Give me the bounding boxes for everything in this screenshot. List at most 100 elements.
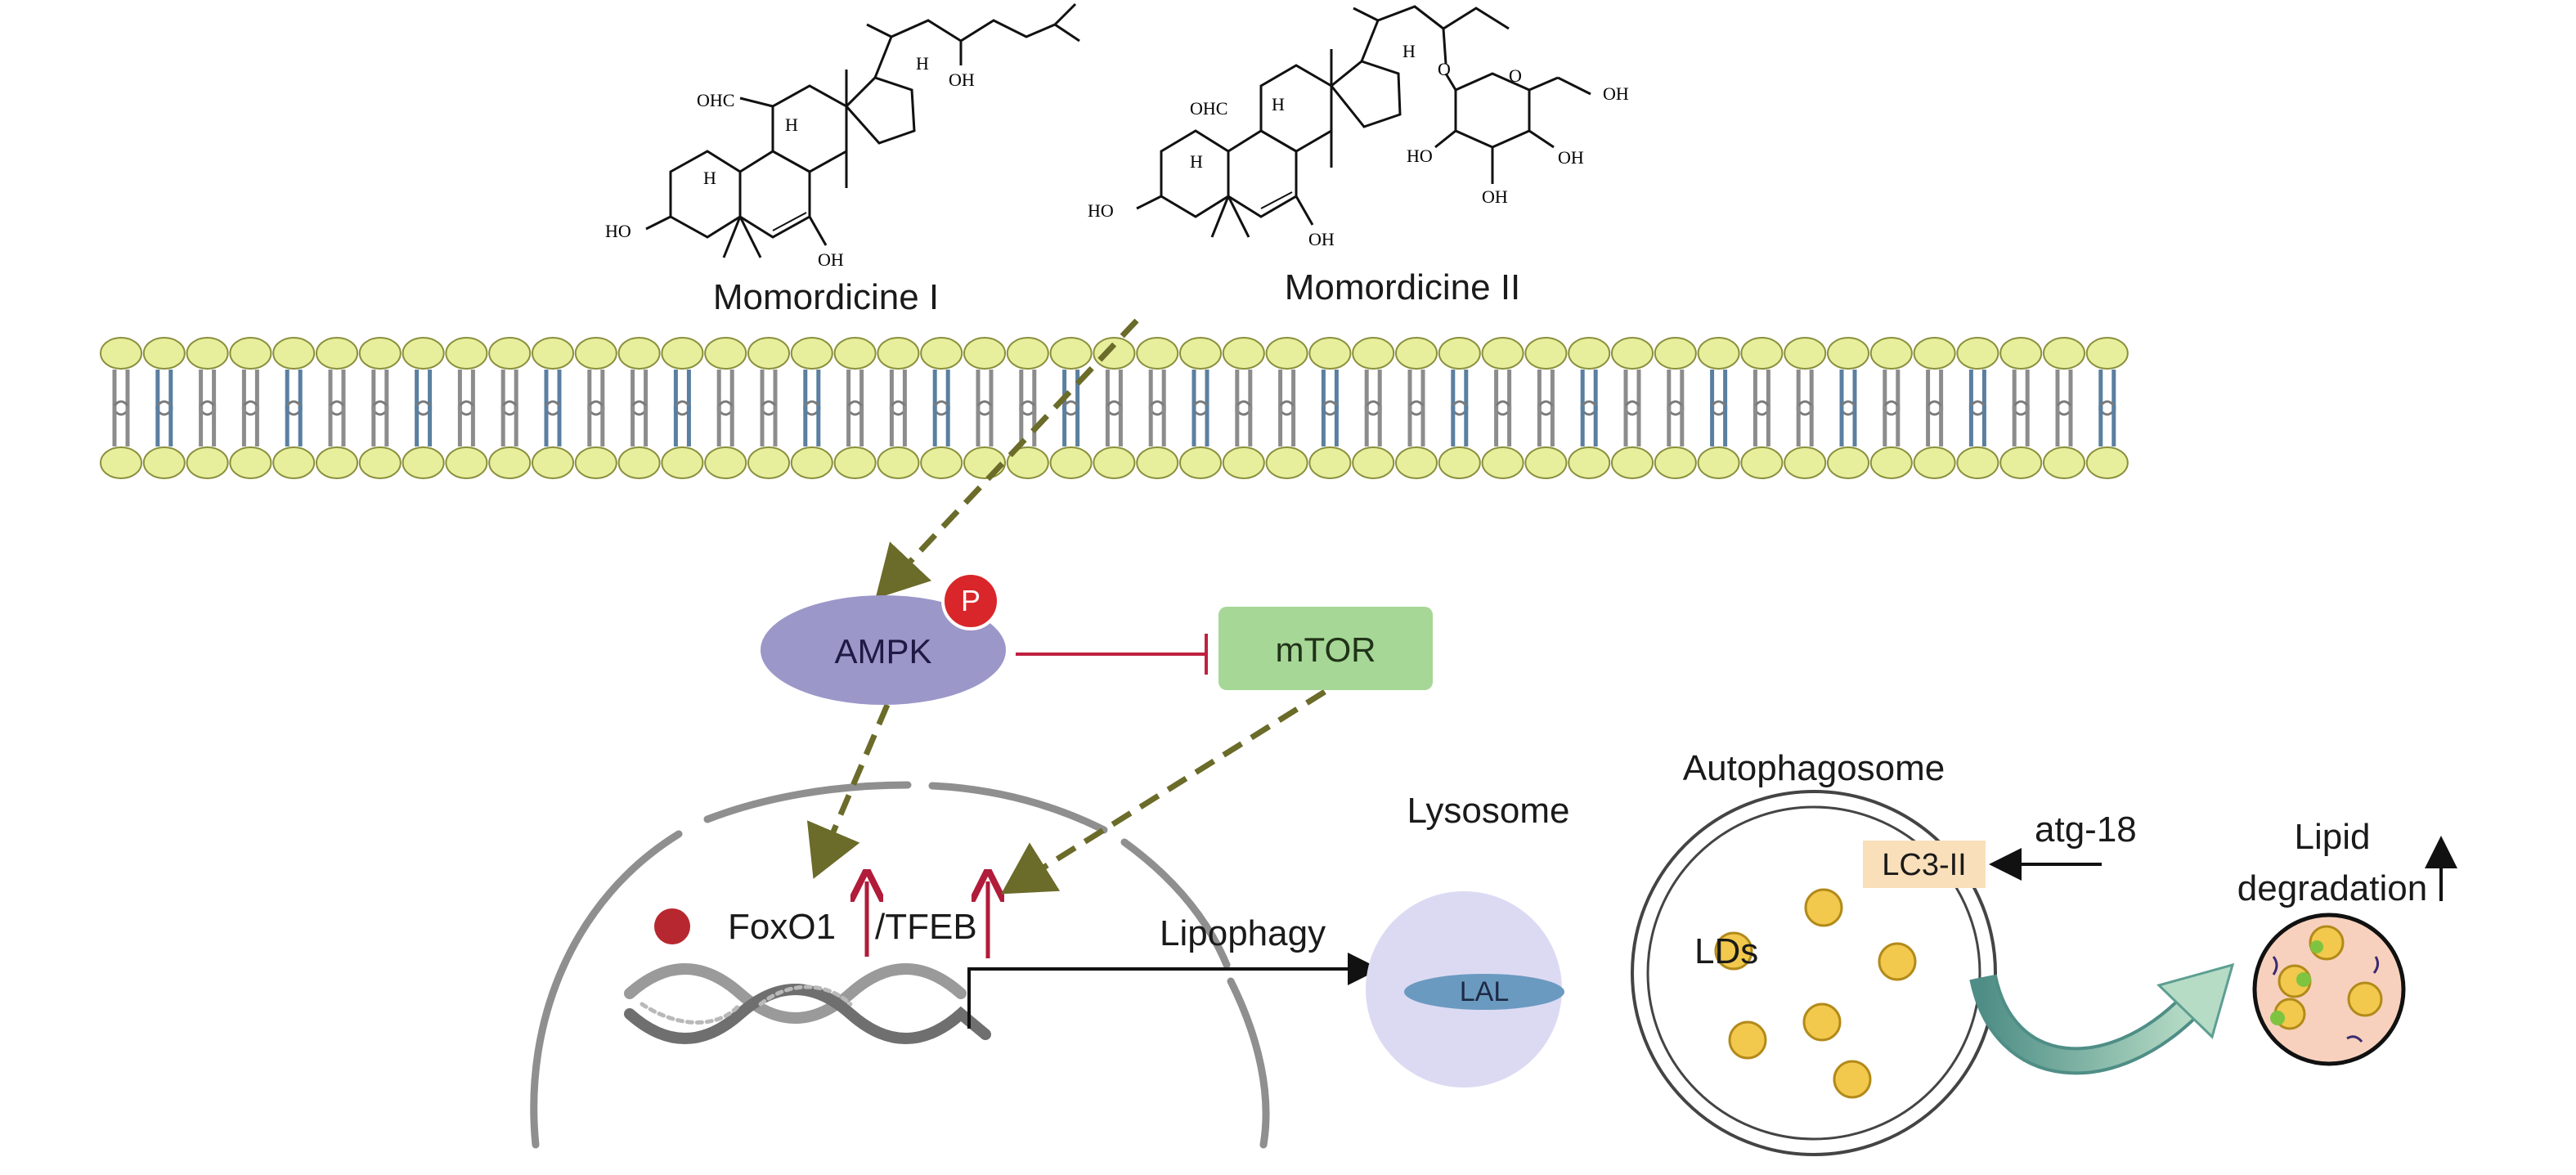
lipid-tail xyxy=(1580,370,1598,410)
mom2-atom-h-b: H xyxy=(1190,151,1203,172)
lipid-tail xyxy=(155,406,173,446)
lipid-head xyxy=(574,337,617,370)
phospholipid xyxy=(833,337,877,479)
lds-label: LDs xyxy=(1694,931,1759,971)
lipid-tail xyxy=(1451,370,1469,410)
lipid-tail xyxy=(716,406,734,446)
phospholipid xyxy=(574,337,617,479)
lc3-ii-label: LC3-II xyxy=(1882,848,1967,882)
lipid-head xyxy=(100,337,142,370)
lal-enzyme xyxy=(1404,974,1564,1010)
phospholipid xyxy=(1265,337,1308,479)
phospho-badge xyxy=(941,572,1000,630)
lipid-head xyxy=(747,446,790,479)
lipid-head xyxy=(1352,446,1395,479)
lipid-tail xyxy=(846,406,864,446)
lipid-tail xyxy=(241,406,259,446)
lipid-tail xyxy=(976,406,994,446)
lipophagy-label: Lipophagy xyxy=(1160,913,1326,953)
lipid-head xyxy=(1308,337,1352,370)
phospholipid xyxy=(963,337,1006,479)
foxo1-label: FoxO1 xyxy=(728,907,837,947)
lipid-tail xyxy=(889,370,907,410)
mom1-atom-ho: HO xyxy=(605,221,631,241)
phospholipid xyxy=(186,337,229,479)
lipid-head xyxy=(2085,337,2129,370)
mtor-label: mTOR xyxy=(1275,630,1376,669)
degraded-lipids xyxy=(2270,925,2383,1043)
lipid-head xyxy=(1093,337,1136,370)
mom2-atom-ohc: OHC xyxy=(1190,98,1227,119)
lipid-head xyxy=(2043,446,2085,479)
lipid-tail xyxy=(1148,406,1166,446)
lipid-head xyxy=(877,446,920,479)
phospholipid xyxy=(661,337,704,479)
lipid-head xyxy=(1784,446,1827,479)
lipid-tail xyxy=(1407,406,1425,446)
lipid-head xyxy=(1999,337,2043,370)
atg18-label: atg-18 xyxy=(2035,809,2137,850)
lipid-tail xyxy=(199,406,217,446)
lipid-head xyxy=(1481,446,1524,479)
phospholipid xyxy=(1481,337,1524,479)
mom1-atom-oh-side: OH xyxy=(949,70,975,90)
mom2-atom-oh-s1: HO xyxy=(1407,146,1433,166)
lipophagy-arrow xyxy=(967,953,1380,1029)
phospholipid xyxy=(1395,337,1438,479)
lipid-head xyxy=(790,337,833,370)
lipid-tail xyxy=(285,370,303,410)
lipid-head xyxy=(1265,337,1308,370)
lipid-tail xyxy=(457,406,475,446)
lipid-droplet xyxy=(1833,1060,1872,1099)
lipid-tail xyxy=(631,406,648,446)
lipid-tail xyxy=(976,370,994,410)
lipid-head xyxy=(617,446,661,479)
lipid-tail xyxy=(1710,370,1728,410)
phospholipid xyxy=(316,337,358,479)
mom1-atom-h-a: H xyxy=(785,114,798,135)
tfeb-label: /TFEB xyxy=(875,907,977,947)
degradation-label: degradation xyxy=(2237,868,2428,908)
lipid-head xyxy=(1136,446,1179,479)
lipid-head xyxy=(877,337,920,370)
lipid-head xyxy=(229,337,272,370)
lipid-tail xyxy=(1710,406,1728,446)
lipid-head xyxy=(1999,446,2043,479)
lipid-head xyxy=(1093,446,1136,479)
lipid-head xyxy=(1784,337,1827,370)
lipid-head xyxy=(186,337,229,370)
lipid-head xyxy=(532,446,574,479)
lipid-tail xyxy=(1796,406,1814,446)
phospholipid xyxy=(1524,337,1568,479)
lipid-tail xyxy=(2012,406,2030,446)
lipid-tail xyxy=(1926,406,1944,446)
lipid-tail xyxy=(673,370,691,410)
mom1-atom-oh7: OH xyxy=(818,249,844,270)
phospholipid xyxy=(1913,337,1956,479)
lipid-tail xyxy=(112,406,130,446)
phospholipid xyxy=(100,337,142,479)
lipid-tail xyxy=(716,370,734,410)
lipid-tail xyxy=(1752,370,1770,410)
lipid-tail xyxy=(457,370,475,410)
lipid-label: Lipid xyxy=(2294,817,2371,857)
lipid-head xyxy=(920,446,963,479)
lipid-tail xyxy=(1321,406,1339,446)
lipid-head xyxy=(402,446,445,479)
momordicine-ii-label: Momordicine II xyxy=(1284,267,1521,307)
lipid-head xyxy=(445,446,488,479)
phospholipid xyxy=(272,337,316,479)
lipid-tail xyxy=(1494,370,1512,410)
lipid-head xyxy=(1611,446,1654,479)
lipid-tail xyxy=(1623,406,1641,446)
phospholipid xyxy=(1827,337,1869,479)
lipid-tail xyxy=(1580,406,1598,446)
phospholipid xyxy=(1784,337,1827,479)
lipid-tail xyxy=(2012,370,2030,410)
lipid-head xyxy=(1308,446,1352,479)
phospholipid xyxy=(1308,337,1352,479)
lipid-head xyxy=(186,446,229,479)
lipid-tail xyxy=(1192,406,1209,446)
lipid-head xyxy=(963,446,1006,479)
